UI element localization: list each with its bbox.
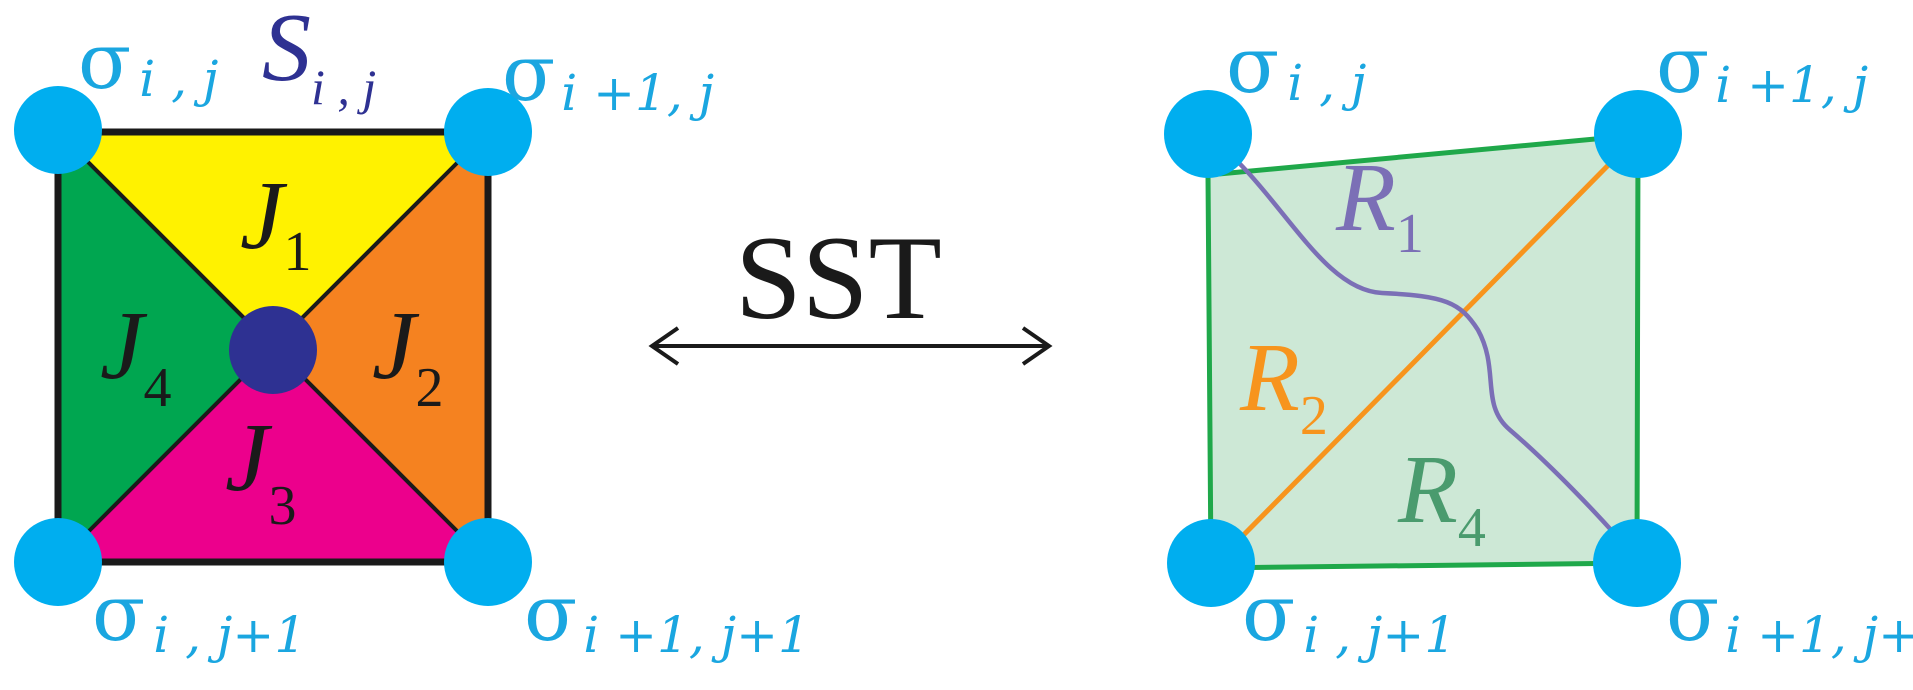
center-node (229, 306, 317, 394)
j3-region (58, 350, 488, 562)
r1-label: R1 (1335, 144, 1424, 265)
spin-node-bottom-left (14, 518, 102, 606)
plaquette-title: Si , j (262, 0, 376, 115)
arrow-head-left (648, 326, 680, 366)
sst-transform: SST (648, 211, 1053, 366)
j2-label: J2 (372, 292, 444, 419)
plaquette-border (54, 128, 492, 566)
spin-node-bottom-left (1167, 519, 1255, 607)
r4-label: R4 (1397, 436, 1486, 559)
spin-node-bottom-right (444, 518, 532, 606)
spin-label-bottom-right: σi +1, j+1 (1666, 569, 1913, 664)
j4-region (58, 132, 273, 562)
j1-label: J1 (240, 162, 312, 283)
spin-node-top-left (1164, 90, 1252, 178)
j3-label: J3 (225, 404, 297, 537)
sst-label: SST (735, 211, 942, 344)
spin-node-top-left (14, 86, 102, 174)
j1-region (58, 132, 488, 350)
spin-node-top-right (1594, 90, 1682, 178)
r1-curve (1206, 133, 1639, 562)
r2-line (1209, 133, 1640, 570)
spin-node-bottom-right (1593, 519, 1681, 607)
arrow-head-right (1021, 326, 1053, 366)
j4-label: J4 (100, 292, 172, 419)
spin-node-top-right (444, 88, 532, 176)
j2-region (273, 132, 488, 562)
r2-label: R2 (1239, 324, 1328, 447)
